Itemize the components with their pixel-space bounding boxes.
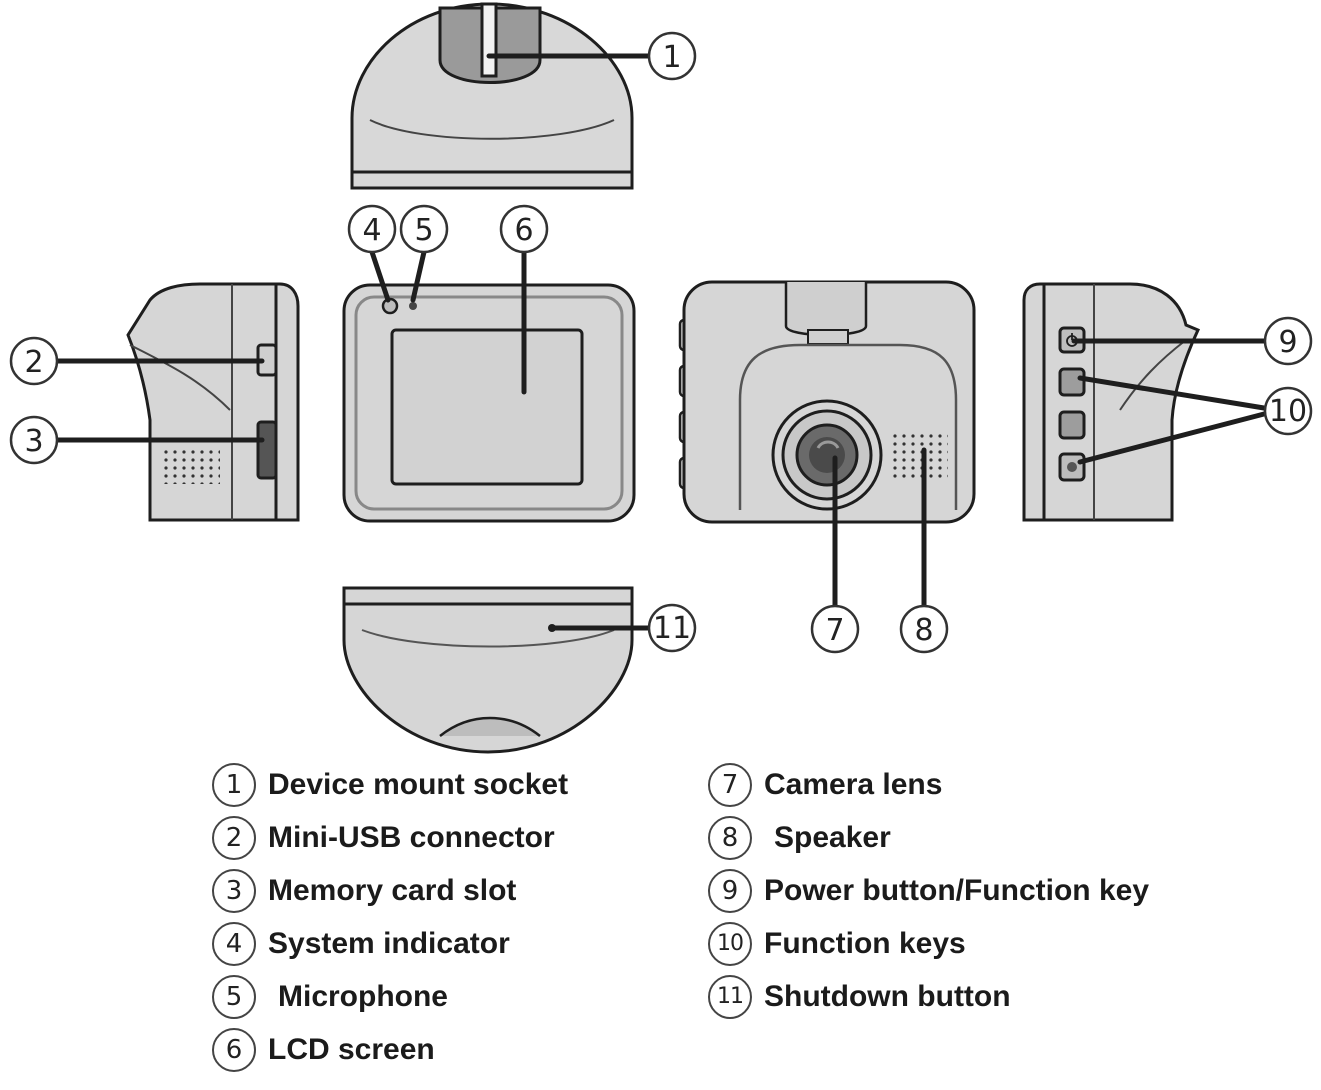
- callout-10: 10: [1269, 394, 1307, 429]
- callouts: [9, 31, 1313, 654]
- legend-label: Power button/Function key: [764, 873, 1150, 907]
- callout-4: 4: [362, 213, 381, 248]
- legend-label: Shutdown button: [764, 979, 1011, 1013]
- legend-item: 2 Mini-USB connector: [212, 811, 568, 864]
- callout-8-circle: [899, 604, 949, 654]
- front-view: [342, 283, 636, 523]
- function-key-shape: [1058, 410, 1086, 440]
- legend-number: 1: [212, 762, 256, 807]
- right-side-view: [1022, 282, 1201, 522]
- microphone-shape: [409, 302, 417, 310]
- legend-item: 5 Microphone: [212, 970, 568, 1023]
- callout-1: 1: [662, 40, 681, 75]
- legend-label: Camera lens: [764, 767, 943, 801]
- legend-item: 6 LCD screen: [212, 1023, 568, 1076]
- legend-number: 5: [212, 974, 256, 1019]
- legend-item: 1 Device mount socket: [212, 758, 568, 811]
- legend-right-column: 7 Camera lens 8 Speaker 9 Power button/F…: [708, 758, 1149, 1023]
- lcd-screen-shape: [390, 328, 584, 486]
- legend-number: 10: [708, 921, 752, 966]
- legend-number: 8: [708, 815, 752, 860]
- legend-item: 10 Function keys: [708, 917, 1149, 970]
- callout-6-circle: [499, 204, 549, 254]
- callout-4-circle: [347, 204, 397, 254]
- legend-number: 11: [708, 974, 752, 1019]
- legend-label: Speaker: [774, 820, 891, 854]
- callout-8: 8: [914, 613, 933, 648]
- callout-7-circle: [810, 604, 860, 654]
- legend-label: Memory card slot: [268, 873, 517, 907]
- legend-label: Mini-USB connector: [268, 820, 555, 854]
- bottom-view: [342, 586, 634, 754]
- callout-11-circle: [647, 603, 697, 653]
- left-side-view: [126, 282, 300, 522]
- callout-3: 3: [24, 424, 43, 459]
- callout-3-circle: [9, 415, 59, 465]
- legend-label: Device mount socket: [268, 767, 569, 801]
- callout-9-circle: [1263, 316, 1313, 366]
- legend-number: 3: [212, 868, 256, 913]
- callout-2: 2: [24, 345, 43, 380]
- device-diagram: 1 2 3 4 5 6 7 8 9 10 11: [9, 2, 1313, 754]
- function-key-shape: [1058, 367, 1086, 397]
- callout-10-circle: [1263, 386, 1313, 436]
- legend-number: 7: [708, 762, 752, 807]
- callout-5-circle: [399, 204, 449, 254]
- legend-item: 7 Camera lens: [708, 758, 1149, 811]
- legend-number: 6: [212, 1027, 256, 1072]
- callout-6: 6: [514, 213, 533, 248]
- leader-lines: [55, 53, 1269, 631]
- legend-number: 9: [708, 868, 752, 913]
- legend-left-column: 1 Device mount socket 2 Mini-USB connect…: [212, 758, 568, 1076]
- legend-label: Function keys: [764, 926, 966, 960]
- legend-number: 2: [212, 815, 256, 860]
- left-side-body: [126, 282, 300, 522]
- callout-5: 5: [414, 213, 433, 248]
- legend-item: 4 System indicator: [212, 917, 568, 970]
- legend-label: Microphone: [278, 979, 448, 1013]
- legend-label: System indicator: [268, 926, 510, 960]
- callout-1-circle: [647, 31, 697, 81]
- memory-card-slot-shape: [256, 420, 278, 480]
- legend-item: 8 Speaker: [708, 811, 1149, 864]
- callout-7: 7: [825, 613, 844, 648]
- legend-item: 9 Power button/Function key: [708, 864, 1149, 917]
- legend-label: LCD screen: [268, 1032, 435, 1066]
- legend-item: 3 Memory card slot: [212, 864, 568, 917]
- back-view: [678, 280, 976, 524]
- callout-11: 11: [653, 611, 691, 646]
- callout-2-circle: [9, 336, 59, 386]
- legend-item: 11 Shutdown button: [708, 970, 1149, 1023]
- legend-number: 4: [212, 921, 256, 966]
- right-side-body: [1022, 282, 1201, 522]
- callout-9: 9: [1278, 325, 1297, 360]
- callout-numbers: 1 2 3 4 5 6 7 8 9 10 11: [24, 40, 1307, 648]
- top-view: [350, 2, 634, 190]
